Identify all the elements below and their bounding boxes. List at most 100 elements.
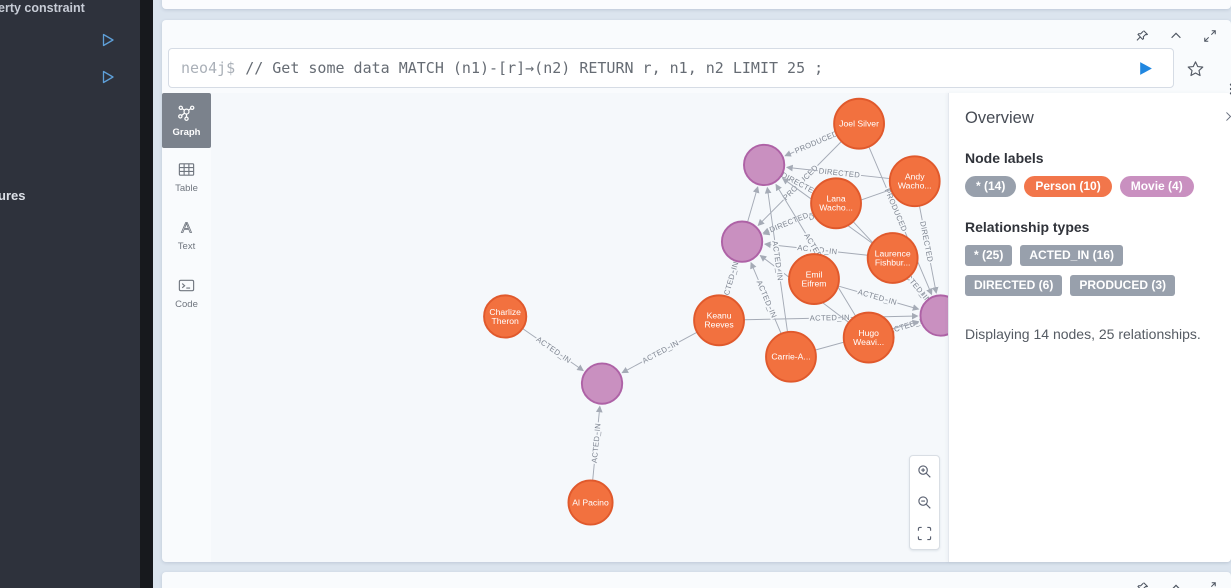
graph-edge[interactable] [763, 241, 868, 256]
pin-icon[interactable] [1135, 28, 1150, 43]
graph-node-person[interactable] [810, 177, 862, 230]
graph-visualization[interactable]: PRODUCEDPRODUCEDPRODUCEDDIRECTEDDIRECTED… [211, 93, 948, 562]
panel-title: Overview [965, 109, 1034, 127]
sidebar-section-label: ures [0, 188, 26, 203]
edge-label: ACTED_IN [641, 338, 681, 365]
graph-node-person[interactable] [888, 155, 941, 208]
graph-edge[interactable] [784, 133, 837, 157]
graph-edge[interactable] [837, 285, 920, 311]
chevron-up-icon[interactable] [1169, 28, 1184, 43]
sidebar-snippet-title: erty constraint [0, 1, 85, 15]
graph-edge[interactable] [775, 183, 857, 317]
node-label-pill[interactable]: * (14) [965, 176, 1017, 197]
zoom-out-icon [917, 495, 932, 510]
graph-node-person[interactable] [842, 311, 895, 364]
graph-edge[interactable] [522, 328, 584, 372]
relationship-type-pill[interactable]: * (25) [965, 245, 1013, 266]
result-frame: neo4j$ // Get some data MATCH (n1)-[r]→(… [162, 20, 1231, 562]
drawer-edge-strip [140, 0, 153, 588]
edge-label: PRODUCED [793, 129, 839, 156]
graph-edge[interactable] [743, 312, 919, 321]
graph-node-movie[interactable] [720, 220, 764, 263]
node-label-pill[interactable]: Person (10) [1024, 176, 1112, 197]
fit-view-icon [917, 526, 932, 541]
graph-node-person[interactable] [693, 294, 745, 347]
code-icon [177, 276, 196, 295]
graph-icon [177, 104, 196, 123]
query-editor[interactable]: neo4j$ // Get some data MATCH (n1)-[r]→(… [168, 48, 1174, 88]
favorite-star-icon[interactable] [1186, 58, 1208, 80]
zoom-in-button[interactable] [910, 456, 939, 487]
graph-edge[interactable] [868, 146, 933, 296]
play-outline-icon[interactable] [99, 69, 117, 87]
edge-label: ACTED_IN [535, 335, 573, 365]
edge-label: ACTED_IN [810, 313, 850, 323]
graph-edge[interactable] [786, 164, 890, 180]
graph-edge[interactable] [783, 175, 815, 192]
node-labels-heading: Node labels [965, 150, 1044, 166]
edge-label: ACTED_IN [857, 287, 898, 307]
relationship-type-pill[interactable]: ACTED_IN (16) [1020, 245, 1124, 266]
relationship-type-pill[interactable]: DIRECTED (6) [965, 275, 1063, 296]
graph-edge[interactable] [592, 405, 603, 481]
panel-collapse-icon[interactable] [1224, 109, 1231, 123]
tab-label: Code [175, 299, 198, 310]
edge-label: DIRECTED [918, 220, 935, 263]
zoom-out-button[interactable] [910, 487, 939, 518]
edge-label: ACTED_IN [755, 279, 779, 319]
relationship-type-pill[interactable]: PRODUCED (3) [1070, 275, 1176, 296]
edge-label: ACTED_IN [590, 423, 603, 464]
chevron-up-icon[interactable] [1169, 580, 1184, 588]
run-query-button[interactable] [1137, 57, 1159, 79]
graph-node-person[interactable] [788, 253, 840, 305]
frame-action-bar [1135, 580, 1231, 588]
node-label-pills: * (14) Person (10) Movie (4) [965, 176, 1215, 197]
graph-node-person[interactable] [483, 294, 528, 339]
graph-node-person[interactable] [765, 330, 817, 383]
graph-node-movie[interactable] [919, 294, 948, 337]
expand-icon[interactable] [1203, 580, 1218, 588]
graph-edge[interactable] [908, 276, 927, 299]
graph-edge[interactable] [757, 141, 842, 227]
result-summary: Displaying 14 nodes, 25 relationships. [965, 326, 1201, 342]
relationship-type-pills: * (25) ACTED_IN (16) DIRECTED (6) PRODUCED … [965, 245, 1215, 296]
overview-panel: Overview Node labels * (14) Person (10) Mo… [948, 93, 1231, 562]
previous-frame-edge [162, 0, 1231, 9]
graph-node-movie[interactable] [743, 143, 786, 187]
graph-edge[interactable] [918, 205, 939, 294]
graph-edge[interactable] [725, 262, 738, 297]
tab-table[interactable]: Table [162, 148, 211, 206]
prompt-label: neo4j$ [181, 59, 236, 77]
text-icon: A [177, 218, 196, 237]
play-outline-icon[interactable] [99, 32, 117, 50]
zoom-to-fit-button[interactable] [910, 518, 939, 549]
next-frame-edge [162, 572, 1231, 588]
sidebar-drawer: erty constraint ures [0, 0, 140, 588]
node-label-pill[interactable]: Movie (4) [1119, 176, 1194, 197]
tab-label: Graph [172, 126, 201, 138]
graph-edge[interactable] [621, 331, 698, 374]
expand-icon[interactable] [1203, 28, 1218, 43]
graph-edge[interactable] [764, 186, 788, 333]
graph-edge[interactable] [750, 261, 782, 334]
pin-icon[interactable] [1135, 580, 1150, 588]
relationship-types-heading: Relationship types [965, 219, 1090, 235]
zoom-controls [909, 455, 940, 550]
frame-action-bar [1135, 28, 1231, 43]
tab-graph[interactable]: Graph [162, 93, 211, 148]
tab-code[interactable]: Code [162, 264, 211, 322]
graph-node-person[interactable] [866, 232, 919, 284]
graph-node-movie[interactable] [580, 362, 624, 405]
graph-node-person[interactable] [567, 479, 614, 526]
graph-edge[interactable] [762, 212, 814, 234]
graph-node-person[interactable] [833, 97, 885, 150]
tab-label: Table [175, 183, 198, 194]
zoom-in-icon [917, 464, 932, 479]
query-text[interactable]: // Get some data MATCH (n1)-[r]→(n2) RET… [245, 59, 824, 77]
svg-text:A: A [181, 220, 192, 237]
